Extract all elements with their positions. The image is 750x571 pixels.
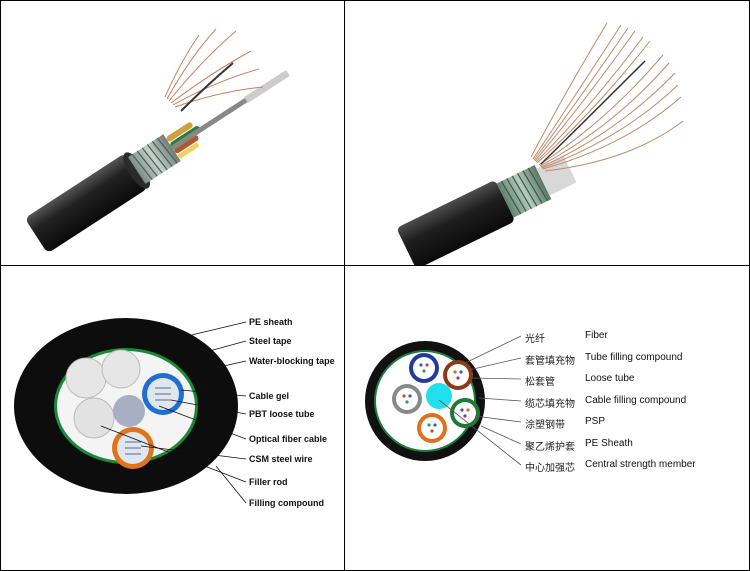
cross-section-drawing-1 (14, 318, 247, 504)
label-zh-central-member: 中心加强芯 (525, 463, 575, 474)
label-en-tube-filling: Tube filling compound (585, 352, 683, 363)
label-zh-cable-filling: 缆芯填充物 (525, 399, 575, 410)
cable-cross-section-diagram-1: PE sheath Steel tape Water-blocking tape… (1, 266, 344, 570)
grid-divider-horizontal (0, 265, 750, 266)
label-water-blocking-tape: Water-blocking tape (249, 356, 335, 366)
label-en-cable-filling: Cable filling compound (585, 395, 687, 406)
label-en-loose-tube: Loose tube (585, 373, 635, 384)
cable-cross-section-diagram-2: 光纤 套管填充物 松套管 缆芯填充物 涂塑钢带 聚乙烯护套 中心加强芯 Fibe… (345, 266, 749, 570)
label-cable-gel: Cable gel (249, 391, 290, 401)
label-zh-loose-tube: 松套管 (525, 377, 555, 388)
label-en-central-member: Central strength member (585, 459, 696, 470)
label-pbt-loose-tube: PBT loose tube (249, 409, 315, 419)
fanout-cable-illustration (397, 22, 684, 265)
label-filler-rod: Filler rod (249, 477, 288, 487)
label-csm-steel-wire: CSM steel wire (249, 454, 313, 464)
label-steel-tape: Steel tape (249, 336, 292, 346)
cable-photo-left (1, 1, 344, 265)
label-zh-tube-filling: 套管填充物 (525, 356, 575, 367)
label-en-fiber: Fiber (585, 330, 608, 341)
label-zh-pe-sheath: 聚乙烯护套 (525, 442, 575, 453)
label-zh-fiber: 光纤 (525, 334, 545, 345)
label-filling-compound: Filling compound (249, 498, 324, 508)
label-en-psp: PSP (585, 416, 606, 427)
stranded-cable-illustration (26, 28, 290, 252)
label-zh-psp: 涂塑钢带 (525, 420, 565, 431)
grid-divider-vertical (344, 0, 345, 571)
label-optical-fiber-cable: Optical fiber cable (249, 434, 328, 444)
label-pe-sheath: PE sheath (249, 317, 293, 327)
label-en-pe-sheath: PE Sheath (585, 438, 633, 449)
cable-photo-right (345, 1, 749, 265)
cross-section-drawing-2 (365, 335, 522, 466)
